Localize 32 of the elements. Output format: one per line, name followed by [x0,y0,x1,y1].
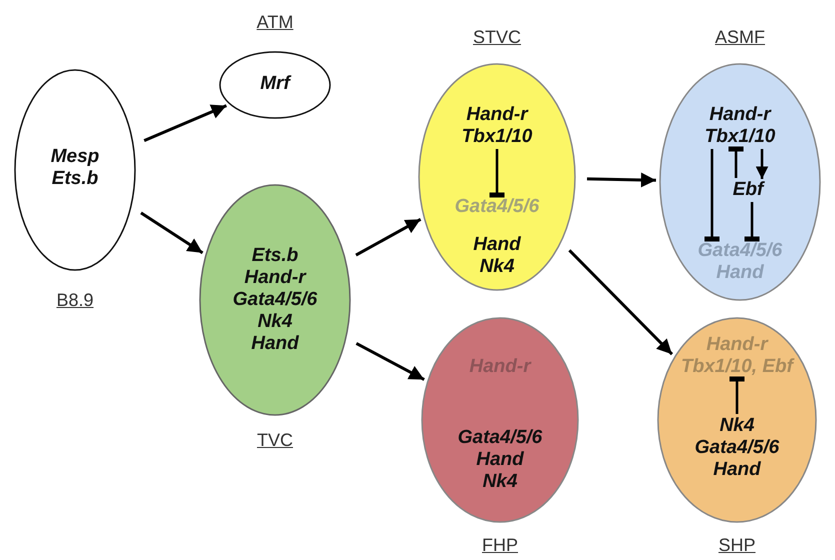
gene-label: Gata4/5/6 Hand [698,240,782,284]
gene-label: Hand-r Tbx1/10 [462,104,532,148]
cell-type-label: ATM [256,11,294,33]
arrow [356,342,425,381]
cell-type-label: TVC [257,429,293,451]
arrow [586,172,656,188]
gene-label: Gata4/5/6 Hand Nk4 [458,427,542,493]
cell-type-label: B8.9 [56,289,94,311]
gene-label: Hand-r Tbx1/10, Ebf [672,334,802,378]
arrow [140,212,204,254]
inhibition-line [744,202,760,242]
gene-label: Hand-r Tbx1/10 [704,104,776,148]
cell-type-label: ASMF [715,26,765,48]
gene-label: Hand-r [469,356,531,378]
inhibition-line [728,146,744,178]
arrow [144,104,227,142]
inhibition-line [704,149,720,242]
gene-label: Ets.b Hand-r Gata4/5/6 Nk4 Hand [232,245,318,355]
inhibition-line [730,376,744,414]
gene-label: Gata4/5/6 [454,196,540,218]
gene-label: Mrf [260,73,290,95]
arrow [568,249,674,356]
gene-label: Nk4 Gata4/5/6 Hand [694,415,780,481]
gene-label: Hand Nk4 [473,234,521,278]
arrow [355,218,422,256]
cell-type-label: FHP [482,534,518,556]
cell-type-label: STVC [473,26,521,48]
gene-label: Ebf [732,179,764,201]
inhibition-line [490,149,504,198]
cell-type-label: SHP [718,534,756,556]
gene-label: Mesp Ets.b [50,146,100,190]
arrow [756,149,768,179]
